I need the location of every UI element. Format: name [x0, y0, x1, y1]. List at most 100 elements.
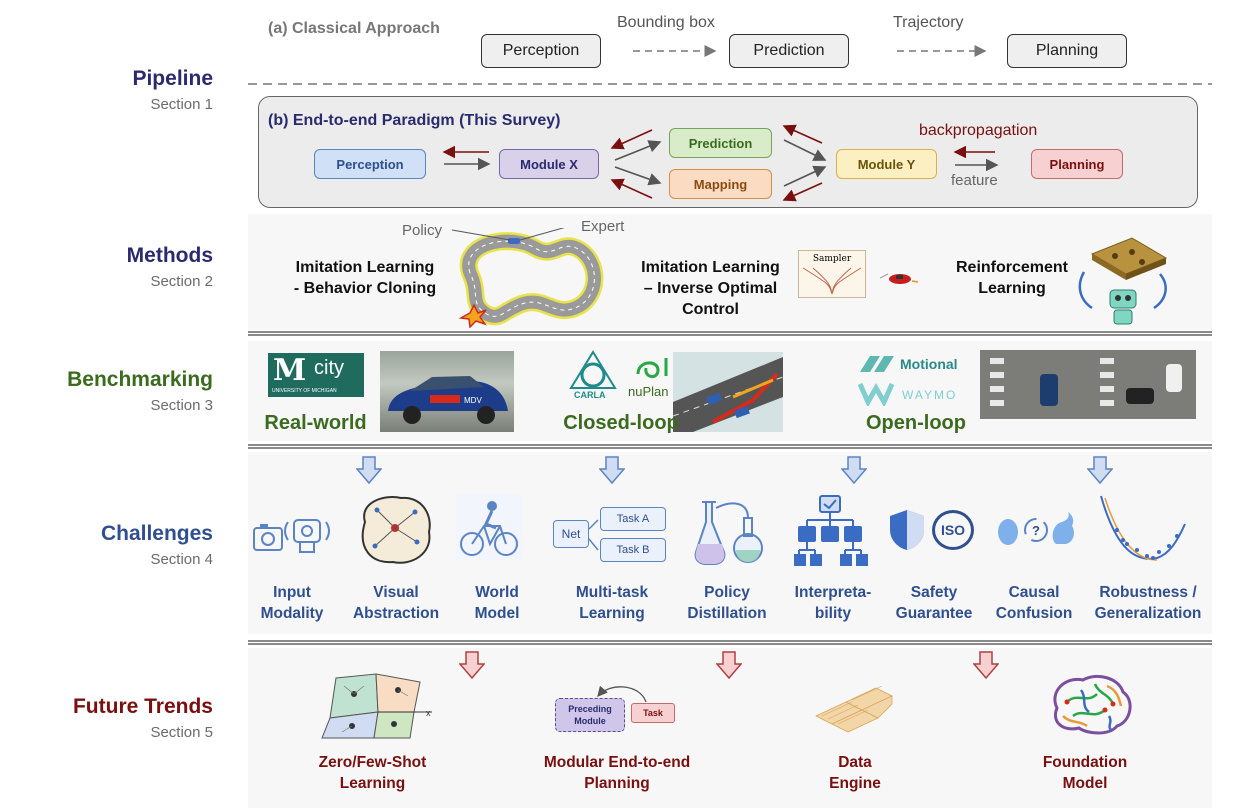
- preceding-module-box: Preceding Module: [555, 698, 625, 732]
- challenge-label-line: Confusion: [995, 605, 1073, 622]
- challenge-interpretability: Interpreta-bility: [778, 582, 888, 624]
- rl-line2: Learning: [978, 280, 1046, 297]
- benchmark-divider: [248, 444, 1212, 449]
- classical-title: (a) Classical Approach: [268, 20, 440, 37]
- shield-icon: [890, 510, 924, 550]
- challenge-label-line: Modality: [260, 605, 324, 622]
- open-loop-label: Open-loop: [866, 412, 966, 434]
- methods-band: [248, 214, 1212, 330]
- feedback-arrow-icon: [597, 685, 647, 703]
- interpretability-tree-icon: [794, 495, 868, 566]
- il-ioc-line2: – Inverse Optimal: [643, 280, 778, 297]
- down-arrow-blue-2: [599, 456, 625, 484]
- future-label-line: Learning: [339, 775, 406, 792]
- task-a-box: Task A: [600, 507, 666, 531]
- down-arrow-blue-4: [1087, 456, 1113, 484]
- future-label-line: Modular End-to-end: [543, 754, 691, 771]
- challenge-label-line: Causal: [1008, 584, 1060, 601]
- sampler-box: Sampler: [798, 250, 866, 298]
- section-title-future: Future Trends: [72, 695, 213, 718]
- il-bc-label: Imitation Learning - Behavior Cloning: [270, 257, 460, 299]
- down-arrow-red-2: [716, 651, 742, 679]
- nuplan-text: nuPlan: [628, 384, 668, 399]
- task-box: Task: [631, 703, 675, 723]
- down-arrow-blue-1: [356, 456, 382, 484]
- mcity-univ: UNIVERSITY OF MICHIGAN: [272, 388, 337, 394]
- closed-loop-label: Closed-loop: [563, 412, 679, 434]
- challenge-label-line: bility: [814, 605, 852, 622]
- e2e-module-x: Module X: [499, 149, 599, 179]
- e2e-arrows: [442, 124, 999, 202]
- foundation-model-brain-icon: [1053, 675, 1132, 735]
- classical-prediction-box: Prediction: [729, 34, 849, 68]
- challenge-label-line: World: [475, 584, 519, 601]
- road-sim-icon: [673, 357, 783, 432]
- research-car-photo: MDV: [380, 351, 514, 432]
- section-title-benchmarking: Benchmarking: [67, 368, 213, 391]
- bounding-box-label: Bounding box: [617, 14, 715, 31]
- il-ioc-line1: Imitation Learning: [641, 259, 780, 276]
- rl-label: Reinforcement Learning: [937, 257, 1087, 299]
- section-sub-methods: Section 2: [150, 273, 213, 290]
- challenges-divider: [248, 640, 1212, 645]
- robustness-curve-icon: [1100, 495, 1186, 561]
- closed-loop-sim-image: [673, 352, 783, 432]
- il-ioc-label: Imitation Learning – Inverse Optimal Con…: [628, 257, 793, 320]
- challenge-label-line: Robustness /: [1099, 584, 1197, 601]
- open-loop-aerial-image: [980, 350, 1196, 419]
- e2e-prediction: Prediction: [669, 128, 772, 158]
- mcity-logo: M city UNIVERSITY OF MICHIGAN: [268, 353, 364, 397]
- challenge-label-line: Guarantee: [895, 605, 973, 622]
- net-box: Net: [553, 520, 589, 548]
- section-sub-future: Section 5: [150, 724, 213, 741]
- rl-environment-robot-icon: [1078, 237, 1168, 325]
- task-b-box: Task B: [600, 538, 666, 562]
- challenge-label-line: Visual: [373, 584, 419, 601]
- section-sub-pipeline: Section 1: [150, 96, 213, 113]
- waymo-logo: WAYMO: [858, 382, 955, 406]
- feature-label: feature: [951, 172, 998, 189]
- section-sub-benchmarking: Section 3: [150, 397, 213, 414]
- down-arrow-blue-3: [841, 456, 867, 484]
- classical-arrows: [248, 45, 1212, 85]
- challenge-label-line: Safety: [910, 584, 958, 601]
- e2e-title: (b) End-to-end Paradigm (This Survey): [268, 112, 561, 129]
- multitask-diagram: Net Task A Task B: [553, 505, 668, 563]
- camera-lidar-icon: [253, 519, 330, 553]
- real-world-label: Real-world: [264, 412, 367, 434]
- nuplan-logo: nuPlan: [628, 358, 668, 399]
- carla-logo: CARLA: [569, 350, 617, 400]
- methods-divider: [248, 331, 1212, 336]
- preceding-line1: Preceding: [568, 704, 612, 714]
- challenge-label-line: Generalization: [1094, 605, 1202, 622]
- future-label-line: Engine: [829, 775, 881, 792]
- sampler-label: Sampler: [812, 254, 852, 264]
- il-bc-line1: Imitation Learning: [295, 259, 435, 276]
- carla-text: CARLA: [574, 390, 606, 400]
- challenge-label-line: Model: [474, 605, 520, 622]
- future-label-line: Data: [838, 754, 872, 771]
- preceding-line2: Module: [574, 716, 606, 726]
- challenge-label-line: Learning: [579, 605, 645, 622]
- iso-badge: ISO: [932, 510, 974, 550]
- red-car-icon: [880, 273, 919, 284]
- section-sub-challenges: Section 4: [150, 551, 213, 568]
- world-model-cyclist-icon: [456, 494, 522, 560]
- down-arrow-red-1: [459, 651, 485, 679]
- e2e-module-y: Module Y: [836, 149, 937, 179]
- future-label-line: Planning: [584, 775, 650, 792]
- challenge-label-line: Abstraction: [352, 605, 440, 622]
- policy-label: Policy: [402, 222, 443, 239]
- backprop-label: backpropagation: [919, 122, 1038, 139]
- il-ioc-line3: Control: [682, 301, 739, 318]
- classical-perception-box: Perception: [481, 34, 601, 68]
- rl-line1: Reinforcement: [955, 259, 1069, 276]
- car-text-mdv: MDV: [464, 396, 482, 405]
- motional-text: Motional: [900, 356, 958, 372]
